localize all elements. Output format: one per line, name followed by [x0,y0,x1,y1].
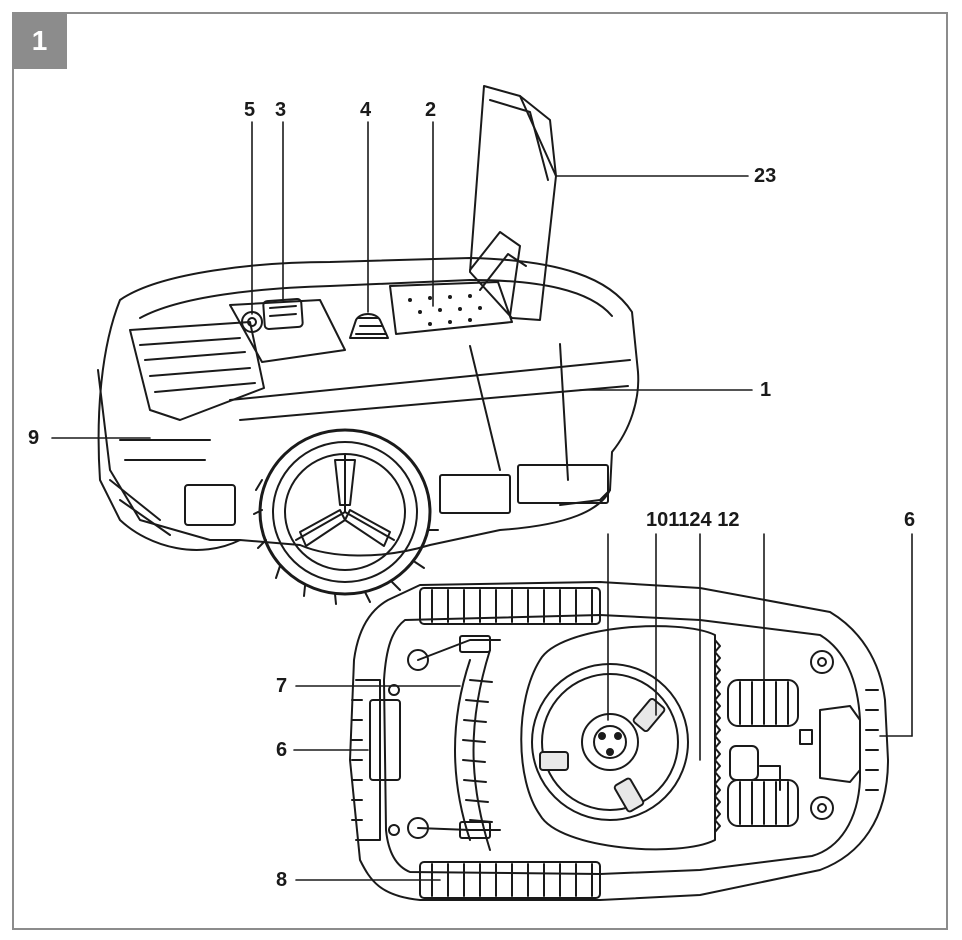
callout-7: 7 [276,675,288,697]
leader-lines [51,121,913,881]
rear-wheel-upper [727,679,799,727]
mower-bottom-view [349,581,889,901]
blade-left [539,751,569,771]
chassis-outline [349,581,889,901]
cutting-deck [520,625,716,851]
blade-guard [454,659,471,841]
callout-group-10-11-24-12: 101124 12 [646,509,740,531]
callout-3: 3 [275,99,287,121]
blade-disc [531,663,689,821]
front-wheel-upper [407,649,429,671]
carry-handle-left [351,679,401,841]
cover-plate [389,281,513,335]
mower-top-view [97,85,640,605]
callout-6-left: 6 [276,739,288,761]
carry-handle-rear [819,705,861,783]
front-cover [129,321,265,421]
callout-6-right: 6 [904,509,916,531]
blade-top [632,697,666,733]
mower-shell [97,257,640,557]
control-panel [229,299,346,363]
bottom-wheel-tread [419,861,601,899]
callout-23: 23 [754,165,777,187]
display-unit [262,297,304,331]
rear-wheel-lower [727,779,799,827]
callout-9: 9 [28,427,40,449]
charging-contacts [729,745,759,781]
mower-top-ridge [139,279,613,319]
lid-hinge [469,231,527,317]
top-wheel-tread [419,587,601,625]
figure-number-badge: 1 [12,12,67,69]
rear-caster-upper [810,650,834,674]
callout-5: 5 [244,99,256,121]
callout-8: 8 [276,869,288,891]
callout-2: 2 [425,99,437,121]
callout-1: 1 [760,379,772,401]
figure-frame [12,12,948,930]
rear-caster-lower [810,796,834,820]
drive-wheel [253,428,439,605]
blade-bottom [613,777,645,813]
callout-4: 4 [360,99,372,121]
front-bumper [97,369,241,541]
height-knob [349,313,389,339]
